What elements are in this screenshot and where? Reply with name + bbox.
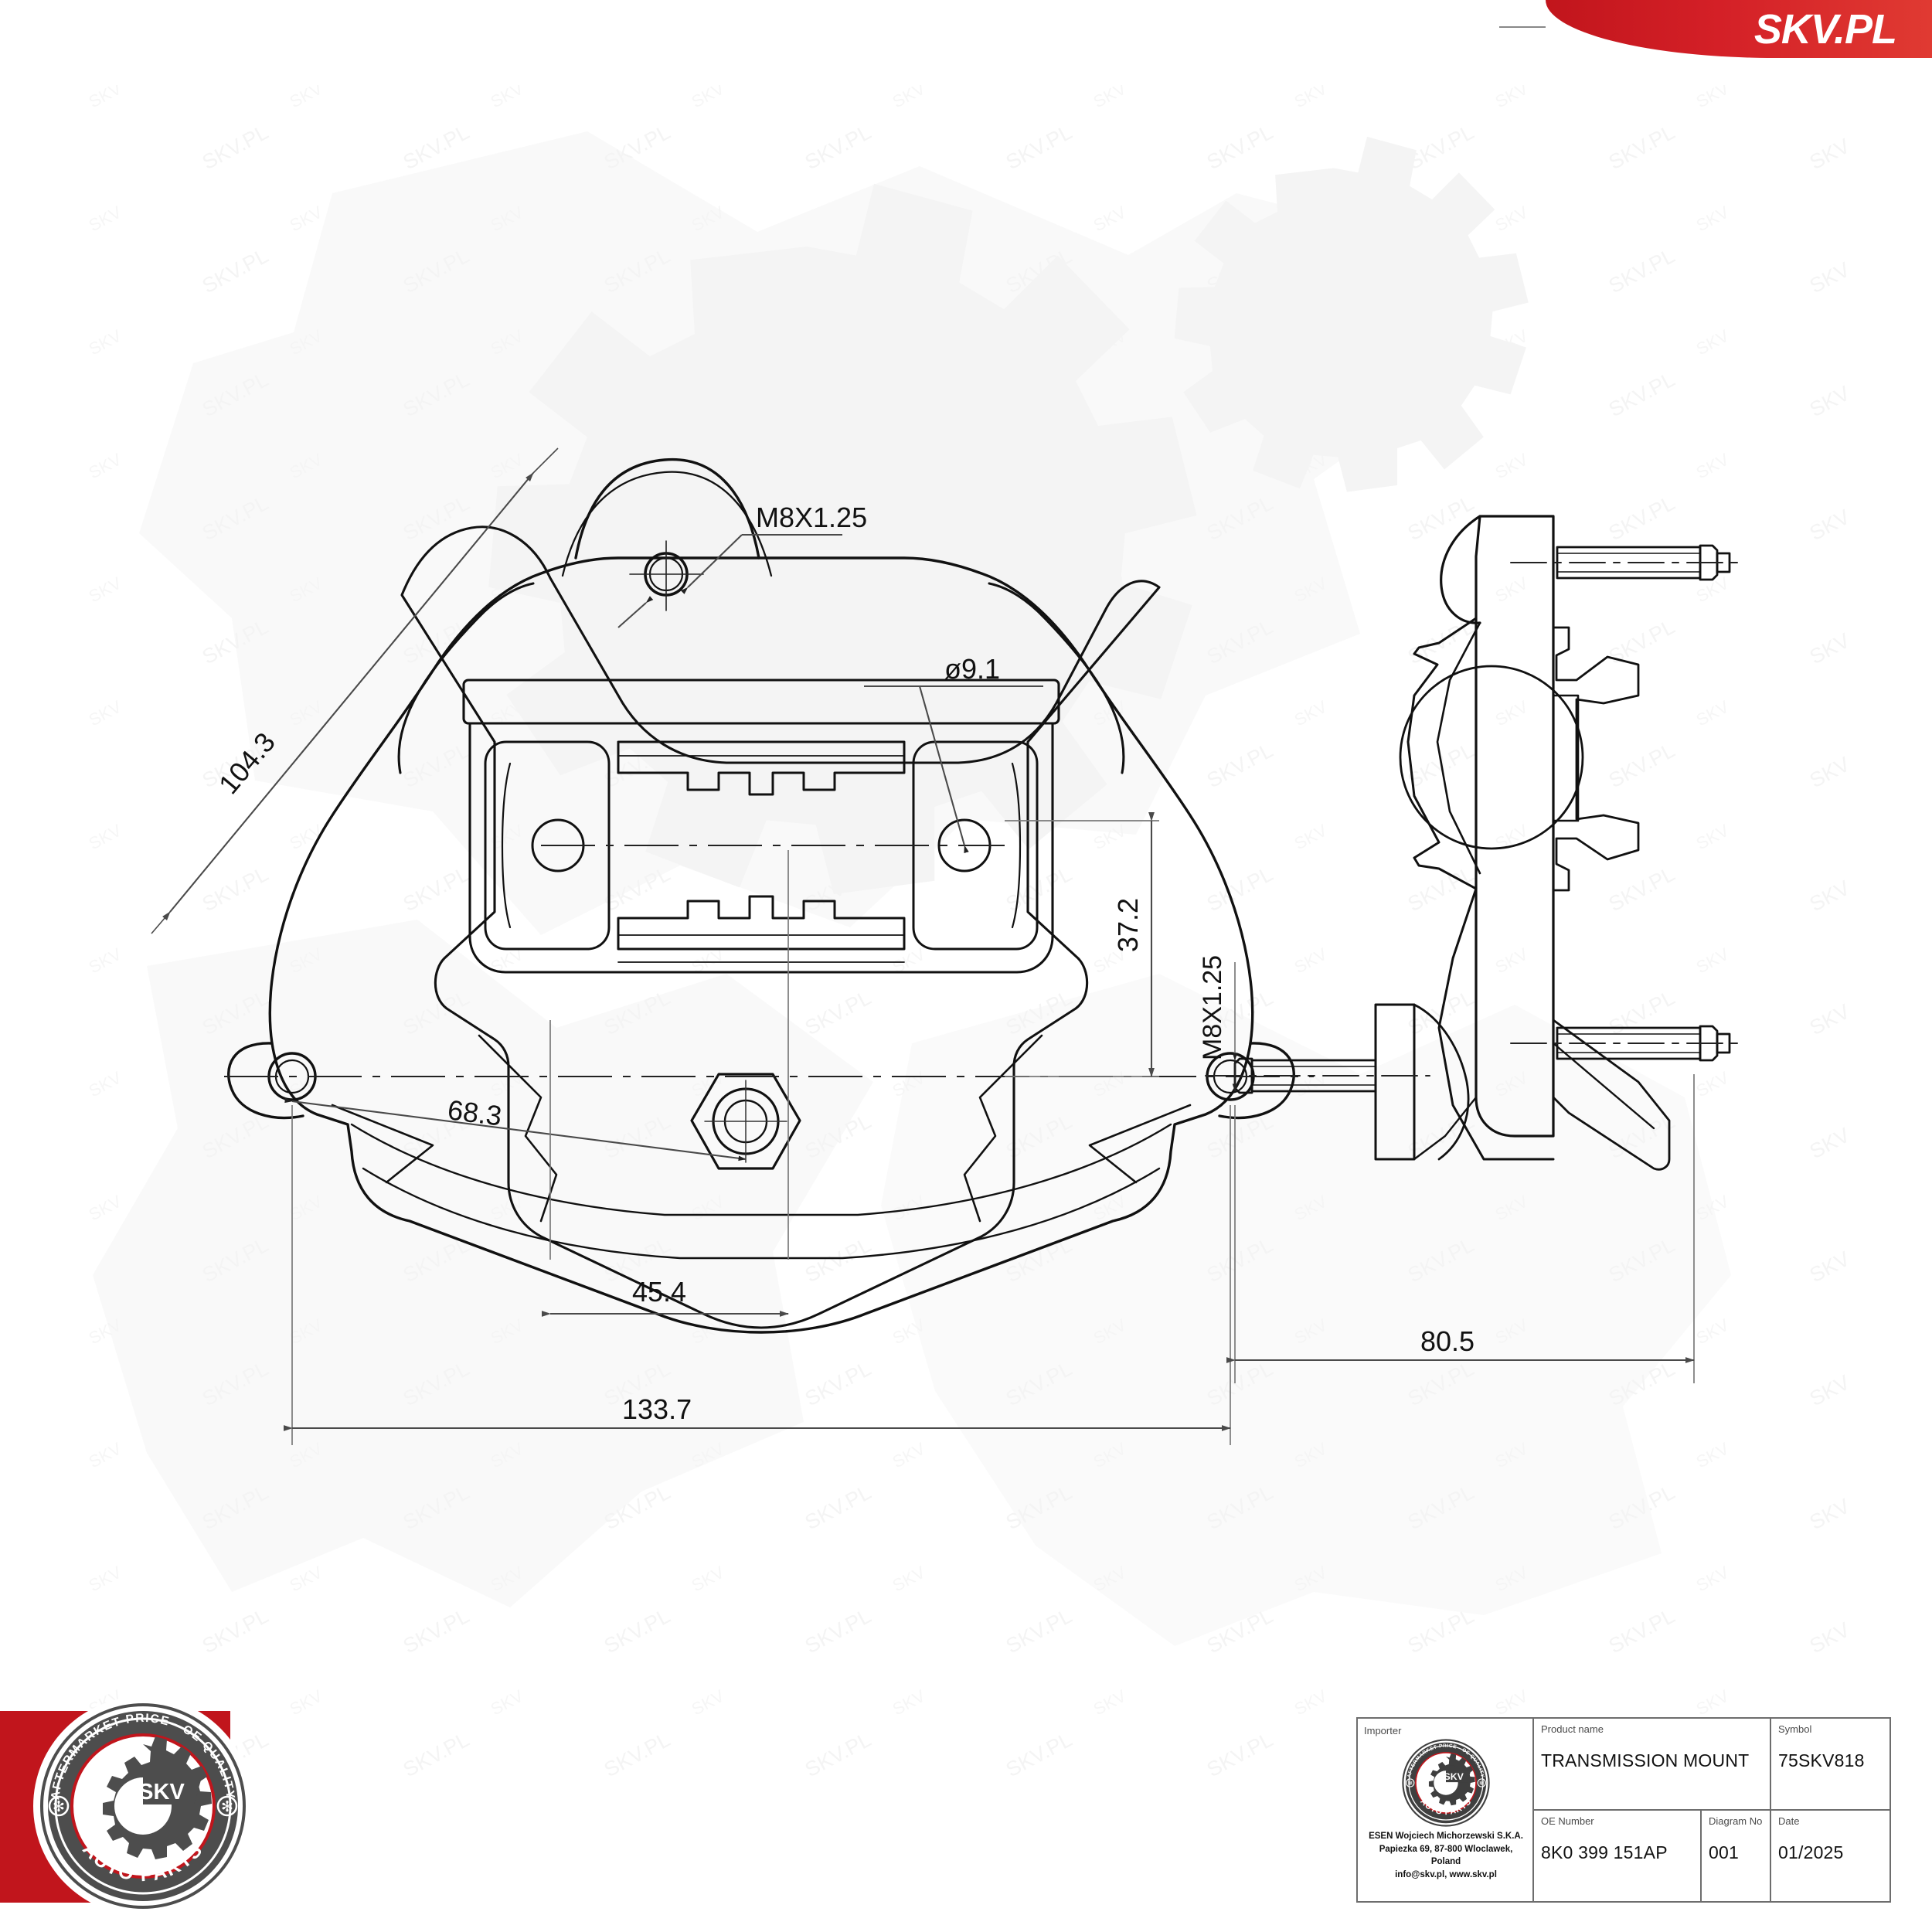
diagram-no-cell: Diagram No 001 bbox=[1700, 1811, 1770, 1901]
oe-number-cell: OE Number 8K0 399 151AP bbox=[1534, 1811, 1700, 1901]
badge-right-asterisk-icon: ✻ bbox=[221, 1799, 233, 1815]
dim-vertical-height: 37.2 bbox=[1112, 898, 1144, 952]
importer-contact: info@skv.pl, www.skv.pl bbox=[1395, 1870, 1497, 1880]
date-cell: Date 01/2025 bbox=[1770, 1811, 1889, 1901]
oe-number-value: 8K0 399 151AP bbox=[1541, 1842, 1668, 1863]
oe-number-label: OE Number bbox=[1541, 1815, 1594, 1827]
banner-rule bbox=[1499, 26, 1546, 28]
dim-hole-diameter: ø9.1 bbox=[944, 653, 1000, 685]
dim-thread-side: M8X1.25 bbox=[1198, 955, 1227, 1060]
skv-wordmark: SKV.PL bbox=[1753, 5, 1897, 53]
product-name-cell: Product name TRANSMISSION MOUNT bbox=[1534, 1719, 1770, 1809]
symbol-label: Symbol bbox=[1778, 1723, 1812, 1735]
date-value: 01/2025 bbox=[1778, 1842, 1844, 1863]
title-block-importer-cell: Importer AFTERMARKET PRICE - OE QUALITY … bbox=[1358, 1719, 1534, 1901]
product-name-label: Product name bbox=[1541, 1723, 1604, 1735]
dim-inner-width: 45.4 bbox=[632, 1276, 686, 1308]
badge-left-asterisk-icon: ✻ bbox=[53, 1799, 65, 1815]
badge-center-text: SKV bbox=[138, 1780, 185, 1804]
title-block: Importer AFTERMARKET PRICE - OE QUALITY … bbox=[1356, 1717, 1891, 1903]
diagram-no-value: 001 bbox=[1709, 1842, 1739, 1863]
badge-seal: AFTERMARKET PRICE - OE QUALITY AUTO PART… bbox=[36, 1699, 250, 1913]
dim-offset-diagonal: 68.3 bbox=[446, 1094, 504, 1131]
svg-text:SKV: SKV bbox=[1444, 1771, 1464, 1782]
dim-overall-width: 133.7 bbox=[622, 1393, 692, 1425]
importer-company: ESEN Wojciech Michorzewski S.K.A. bbox=[1369, 1832, 1523, 1841]
symbol-cell: Symbol 75SKV818 bbox=[1770, 1719, 1889, 1809]
date-label: Date bbox=[1778, 1815, 1800, 1827]
product-name-value: TRANSMISSION MOUNT bbox=[1541, 1750, 1750, 1771]
symbol-value: 75SKV818 bbox=[1778, 1750, 1865, 1771]
svg-text:✻: ✻ bbox=[1407, 1780, 1413, 1787]
importer-label: Importer bbox=[1364, 1725, 1402, 1736]
dim-side-depth: 80.5 bbox=[1420, 1325, 1475, 1357]
diagram-no-label: Diagram No bbox=[1709, 1815, 1763, 1827]
importer-badge-icon: AFTERMARKET PRICE - OE QUALITY AUTO PART… bbox=[1400, 1737, 1492, 1828]
importer-address: Papiezka 69, 87-800 Wloclawek, Poland bbox=[1379, 1844, 1513, 1867]
svg-text:✻: ✻ bbox=[1479, 1780, 1485, 1787]
dim-thread-top: M8X1.25 bbox=[756, 502, 867, 533]
auto-parts-badge: AFTERMARKET PRICE - OE QUALITY AUTO PART… bbox=[0, 1694, 255, 1918]
